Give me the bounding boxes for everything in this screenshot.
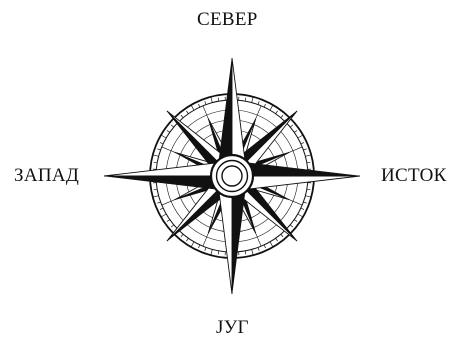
degree-tick [290,125,293,127]
degree-tick [161,214,166,217]
degree-tick [154,189,157,190]
degree-tick [218,251,219,254]
degree-tick [281,234,283,237]
degree-tick [245,251,246,254]
degree-tick [270,105,273,110]
degree-tick [191,242,194,247]
degree-tick [186,111,188,114]
degree-tick [160,142,163,143]
degree-tick [305,155,311,157]
degree-tick [205,247,206,250]
degree-tick [298,135,303,138]
degree-tick [303,202,306,203]
degree-tick [160,208,163,209]
degree-tick [186,238,188,241]
degree-tick [191,105,194,110]
degree-tick [198,104,199,107]
degree-tick [252,97,254,103]
degree-tick [157,149,160,150]
degree-tick [245,98,246,101]
degree-tick [307,189,310,190]
degree-tick [252,249,254,255]
degree-tick [298,214,303,217]
degree-tick [167,130,170,132]
center-ring-inner [222,166,242,186]
degree-tick [276,238,278,241]
degree-tick [270,242,273,247]
degree-tick [154,162,157,163]
degree-tick [301,208,304,209]
degree-tick [198,245,199,248]
degree-tick [157,202,160,203]
degree-tick [294,220,297,222]
degree-tick [303,149,306,150]
degree-tick [181,115,183,118]
degree-tick [211,249,213,255]
degree-tick [218,98,219,101]
degree-tick [301,142,304,143]
degree-tick [258,247,259,250]
degree-tick [294,130,297,132]
degree-tick [290,225,293,227]
degree-tick [264,245,265,248]
degree-tick [167,220,170,222]
degree-tick [281,115,283,118]
degree-tick [171,125,174,127]
degree-tick [205,101,206,104]
degree-tick [153,196,159,198]
degree-tick [181,234,183,237]
degree-tick [211,97,213,103]
degree-tick [153,155,159,157]
degree-tick [276,111,278,114]
degree-tick [305,196,311,198]
degree-tick [171,225,174,227]
degree-tick [258,101,259,104]
degree-tick [161,135,166,138]
degree-tick [307,162,310,163]
degree-tick [264,104,265,107]
